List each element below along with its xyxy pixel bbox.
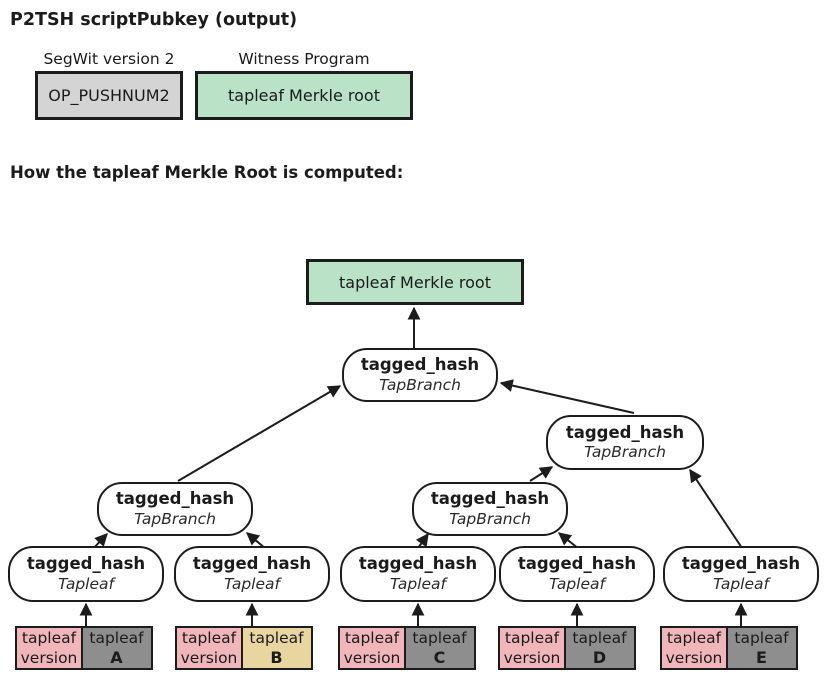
node-tag-label: Tapleaf [224,574,280,593]
leaf-id-label: D [592,647,607,667]
cell-label: tapleaf [504,628,560,647]
cell-label: version [180,649,238,667]
leaf-pair-c: tapleaf version tapleaf C [338,626,476,670]
leaf-pair-a: tapleaf version tapleaf A [15,626,153,670]
tagged-hash-tapleaf-d-node: tagged_hash Tapleaf [499,546,655,602]
tapleaf-version-cell: tapleaf version [498,626,566,670]
cell-label: tapleaf [249,628,304,647]
tapleaf-e-cell: tapleaf E [725,626,798,670]
node-tag-label: TapBranch [449,509,531,528]
node-function-label: tagged_hash [26,554,146,574]
cell-label: version [20,649,78,667]
cell-label: tapleaf [572,628,627,647]
node-tag-label: Tapleaf [390,574,446,593]
arrow-left-branch-to-root-branch [177,385,342,482]
leaf-id-label: B [270,647,283,667]
node-function-label: tagged_hash [192,554,312,574]
node-function-label: tagged_hash [681,554,801,574]
leaf-id-label: E [756,647,767,667]
leaf-id-label: A [110,647,123,667]
opcode-box: OP_PUSHNUM2 [35,71,183,120]
arrow-tapleaf-e-to-right-branch [689,468,743,549]
cell-label: tapleaf [344,628,400,647]
tagged-hash-tapleaf-a-node: tagged_hash Tapleaf [8,546,164,602]
node-function-label: tagged_hash [565,422,685,442]
node-tag-label: Tapleaf [58,574,114,593]
tagged-hash-right-branch-node: tagged_hash TapBranch [546,415,704,470]
merkle-root-box: tapleaf Merkle root [306,259,524,305]
cell-label: version [343,649,401,667]
cell-label: tapleaf [89,628,144,647]
cell-label: tapleaf [181,628,237,647]
tapleaf-a-cell: tapleaf A [80,626,153,670]
leaf-id-label: C [433,647,446,667]
cell-label: version [503,649,561,667]
node-tag-label: TapBranch [584,443,666,462]
tagged-hash-root-branch-node: tagged_hash TapBranch [342,348,498,402]
tapleaf-version-cell: tapleaf version [175,626,243,670]
cell-label: tapleaf [734,628,789,647]
witness-program-box: tapleaf Merkle root [195,71,413,120]
section-heading: How the tapleaf Merkle Root is computed: [10,163,404,182]
node-tag-label: Tapleaf [549,574,605,593]
arrow-right-branch-to-root-branch [499,379,635,414]
cell-label: tapleaf [412,628,467,647]
tapleaf-c-cell: tapleaf C [403,626,476,670]
node-function-label: tagged_hash [358,554,478,574]
tapleaf-version-cell: tapleaf version [338,626,406,670]
node-tag-label: TapBranch [134,509,216,528]
node-function-label: tagged_hash [430,489,550,509]
tapleaf-d-cell: tapleaf D [563,626,636,670]
leaf-pair-b: tapleaf version tapleaf B [175,626,313,670]
arrow-mid-branch-to-right-branch [529,466,554,482]
node-tag-label: TapBranch [379,375,461,394]
node-function-label: tagged_hash [517,554,637,574]
tagged-hash-left-branch-node: tagged_hash TapBranch [97,482,253,536]
leaf-pair-e: tapleaf version tapleaf E [660,626,798,670]
cell-label: tapleaf [21,628,77,647]
cell-label: tapleaf [666,628,722,647]
node-function-label: tagged_hash [115,489,235,509]
node-tag-label: Tapleaf [713,574,769,593]
tapleaf-version-cell: tapleaf version [15,626,83,670]
tagged-hash-tapleaf-b-node: tagged_hash Tapleaf [174,546,330,602]
tagged-hash-mid-branch-node: tagged_hash TapBranch [412,482,568,536]
leaf-pair-d: tapleaf version tapleaf D [498,626,636,670]
tapleaf-version-cell: tapleaf version [660,626,728,670]
tagged-hash-tapleaf-c-node: tagged_hash Tapleaf [340,546,496,602]
cell-label: version [665,649,723,667]
segwit-version-label: SegWit version 2 [43,50,175,68]
tagged-hash-tapleaf-e-node: tagged_hash Tapleaf [663,546,819,602]
page-title: P2TSH scriptPubkey (output) [10,10,298,30]
witness-program-label: Witness Program [238,50,370,68]
tapleaf-b-cell: tapleaf B [240,626,313,670]
node-function-label: tagged_hash [360,355,480,375]
